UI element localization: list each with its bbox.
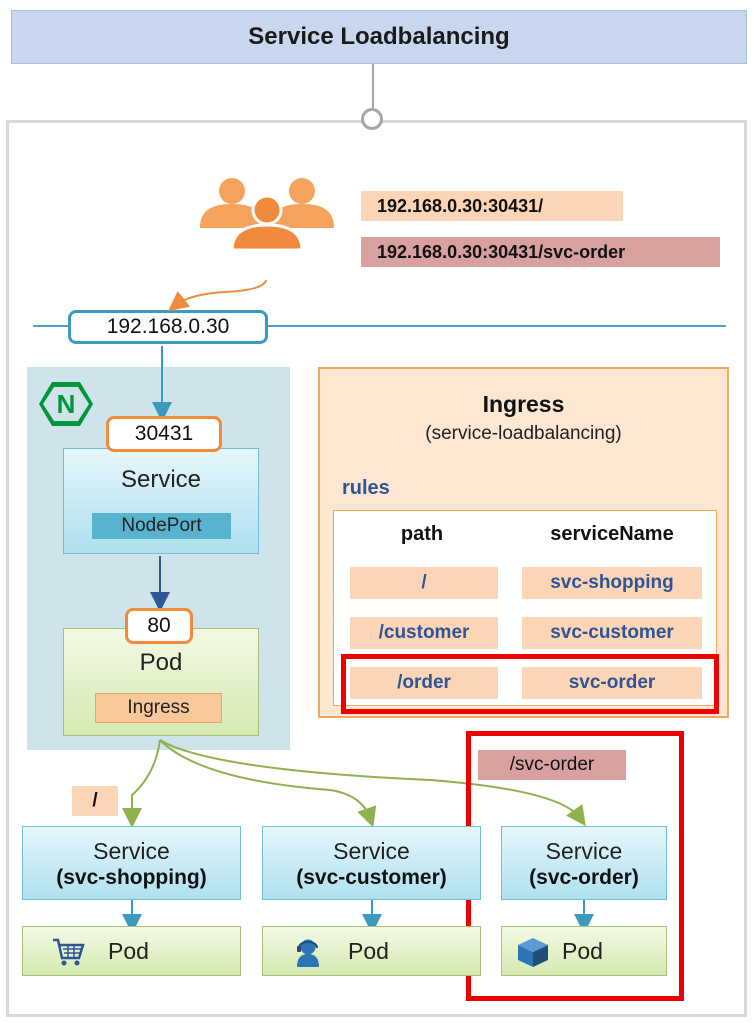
customer-support-icon [297,939,319,967]
rules-table: path serviceName / svc-shopping /custome… [333,510,717,706]
rule-path-cell: / [350,567,498,599]
diagram-title: Service Loadbalancing [11,10,747,64]
backend-pod-order: Pod [501,926,667,976]
network-line [33,325,726,327]
backend-service-title: Service [333,838,410,864]
users-icon [200,178,334,250]
title-connector-line [372,64,374,110]
backend-pod-label: Pod [348,938,389,964]
nginx-logo: N [39,382,93,426]
nginx-logo-letter: N [57,389,76,419]
backend-service-customer: Service (svc-customer) [262,826,481,900]
rule-path-cell: /customer [350,617,498,649]
backend-pod-label: Pod [108,938,149,964]
rules-header-path: path [400,523,444,545]
route-label-svc-order: /svc-order [478,750,626,780]
ingress-pod-title: Pod [139,649,183,676]
client-url-root: 192.168.0.30:30431/ [361,191,623,221]
backend-service-order: Service (svc-order) [501,826,667,900]
nodeport-service-title: Service [120,466,202,493]
nodeport-service-box: Service NodePort [63,448,259,554]
backend-service-title: Service [545,838,623,864]
rule-service-cell: svc-order [522,667,702,699]
backend-service-shopping: Service (svc-shopping) [22,826,241,900]
backend-pod-shopping: Pod [22,926,241,976]
title-connector-circle [361,108,383,130]
rules-label: rules [342,477,390,499]
route-label-root: / [72,786,118,816]
ingress-pod-tag: Ingress [95,693,222,723]
ingress-controller-pod-box: Pod Ingress [63,628,259,736]
rules-header-service: serviceName [550,523,674,545]
backend-pod-customer: Pod [262,926,481,976]
order-rule-highlight [341,654,719,714]
ingress-panel: Ingress (service-loadbalancing) rules pa… [318,367,729,718]
rule-service-cell: svc-shopping [522,567,702,599]
backend-service-name: (svc-customer) [296,866,447,889]
client-url-svc-order: 192.168.0.30:30431/svc-order [361,237,720,267]
package-box-icon [518,938,548,967]
service-port-badge: 30431 [106,416,222,452]
service-type-badge: NodePort [92,513,231,539]
ingress-title: Ingress [482,391,565,417]
rule-service-cell: svc-customer [522,617,702,649]
rule-path-cell: /order [350,667,498,699]
node-ip-box: 192.168.0.30 [68,310,268,344]
backend-service-title: Service [93,838,170,864]
backend-pod-label: Pod [562,938,603,964]
backend-service-name: (svc-shopping) [56,866,207,889]
shopping-cart-icon [53,938,85,966]
backend-service-name: (svc-order) [529,866,639,889]
pod-port-badge: 80 [125,608,193,644]
ingress-subtitle: (service-loadbalancing) [425,423,622,444]
